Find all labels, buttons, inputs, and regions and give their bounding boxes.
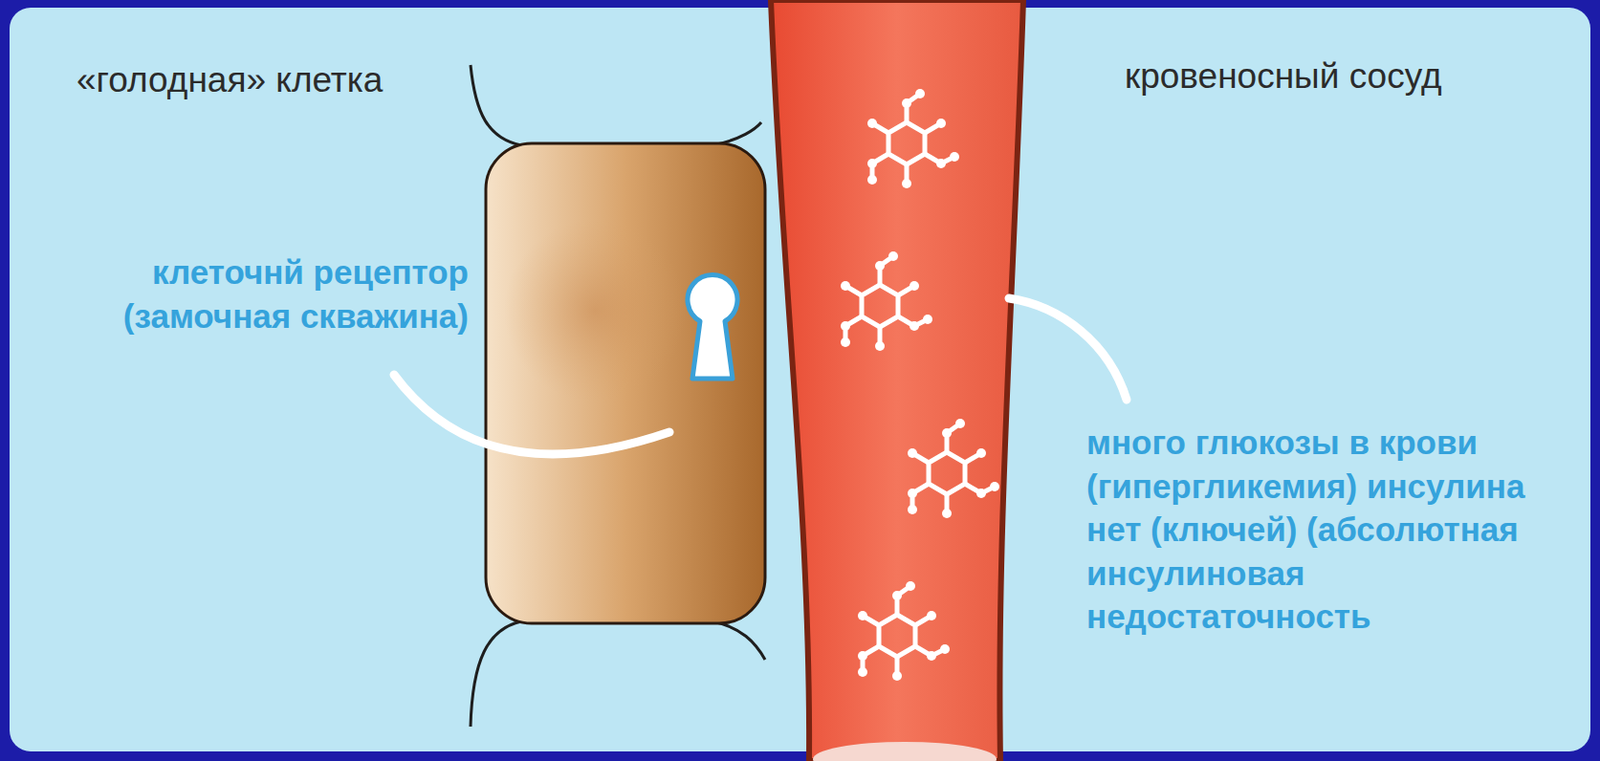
glucose-molecule [907, 418, 1000, 519]
glucose-molecule [857, 581, 950, 681]
keyhole-receptor [687, 274, 738, 379]
cell-nucleus [504, 219, 686, 402]
leader-line [1008, 298, 1127, 400]
blood-vessel [770, 0, 1024, 761]
cell-boundaries [470, 65, 766, 727]
callout-receptor: клеточнй рецептор (замочная скважина) [38, 250, 469, 338]
cell-body [485, 143, 766, 624]
cell-node: «голодная» клетка [485, 143, 766, 624]
vessel-node: кровеносный сосуд [809, 0, 1020, 761]
callout-vessel: много глюкозы в крови (гипергликемия) ин… [1086, 420, 1536, 639]
glucose-molecule [867, 88, 960, 189]
vessel-lumen [812, 742, 997, 761]
node-heading: «голодная» клетка [76, 59, 383, 102]
glucose-molecule [840, 251, 933, 351]
leader-line [394, 374, 670, 455]
node-heading: кровеносный сосуд [1124, 55, 1443, 98]
